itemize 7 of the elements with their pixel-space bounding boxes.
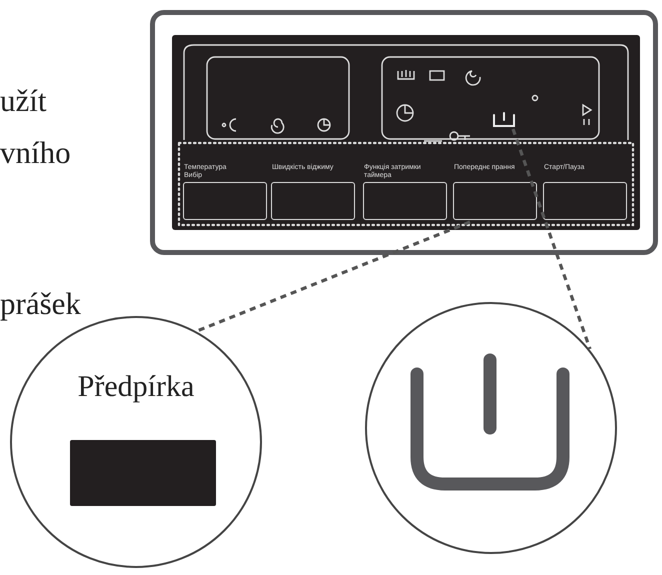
leader-line [511,128,592,350]
text-fragment: prášek [0,288,81,319]
leader-line [196,220,471,332]
text-fragment: vního [0,137,71,168]
button-title: Předpírka [78,370,194,404]
text-fragment: užít [0,85,46,116]
panel-frame [150,10,658,255]
